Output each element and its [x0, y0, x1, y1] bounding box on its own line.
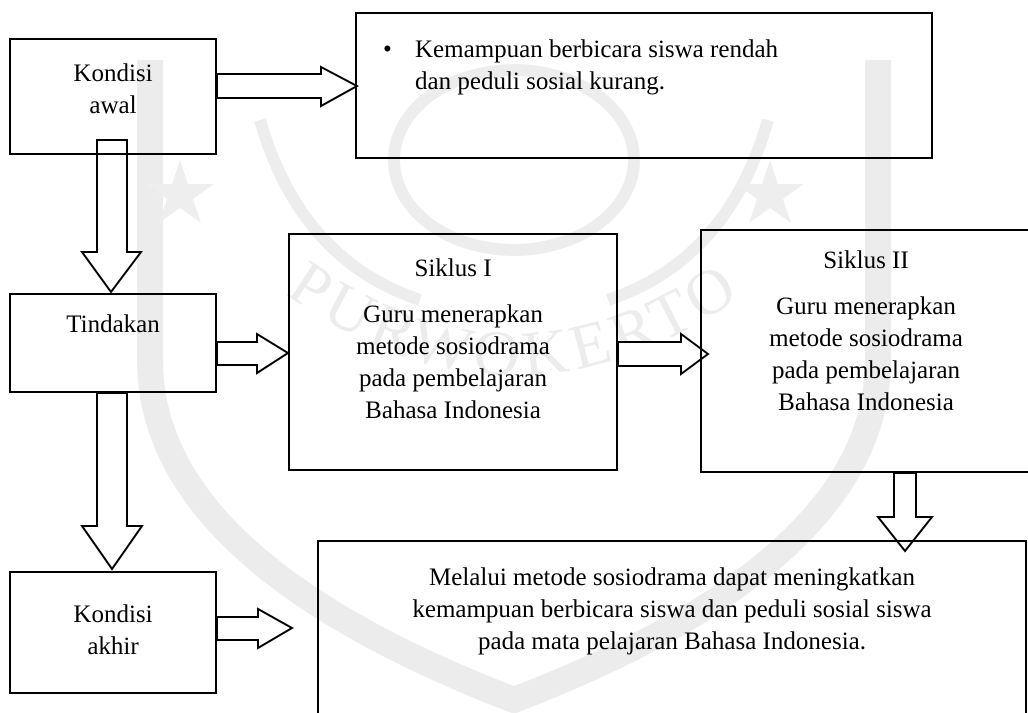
siklus-2-line-3: pada pembelajaran — [771, 357, 961, 384]
siklus-1-line-2: metode sosiodrama — [356, 333, 550, 360]
kondisi-awal-description-box: • Kemampuan berbicara siswa rendah dan p… — [355, 12, 933, 159]
arrow-akhir-to-desc — [216, 607, 295, 650]
siklus-1-line-4: Bahasa Indonesia — [365, 397, 541, 424]
arrow-tindakan-to-siklus1 — [216, 332, 290, 375]
siklus-1-line-1: Guru menerapkan — [363, 301, 543, 328]
arrow-siklus1-to-siklus2 — [617, 332, 710, 376]
kondisi-awal-desc-line-2: dan peduli sosial kurang. — [415, 68, 665, 95]
siklus-1-line-3: pada pembelajaran — [358, 365, 548, 392]
kondisi-akhir-line-1: Kondisi — [73, 601, 153, 628]
kondisi-awal-line-2: awal — [89, 92, 137, 119]
arrow-tindakan-to-akhir — [80, 392, 144, 571]
siklus-1-box: Siklus I Guru menerapkan metode sosiodra… — [288, 233, 618, 471]
arrow-siklus2-to-akhir-desc — [875, 472, 935, 553]
kondisi-awal-line-1: Kondisi — [73, 60, 153, 87]
kondisi-akhir-desc-line-1: Melalui metode sosiodrama dapat meningka… — [429, 564, 915, 591]
siklus-2-box: Siklus II Guru menerapkan metode sosiodr… — [700, 229, 1028, 473]
kondisi-akhir-desc-line-3: pada mata pelajaran Bahasa Indonesia. — [477, 628, 866, 655]
siklus-2-title: Siklus II — [823, 247, 909, 274]
tindakan-box: Tindakan — [9, 293, 217, 393]
kondisi-awal-box: Kondisi awal — [9, 38, 217, 155]
siklus-2-line-4: Bahasa Indonesia — [778, 389, 954, 416]
bullet-marker: • — [383, 36, 392, 63]
tindakan-label: Tindakan — [66, 311, 160, 338]
siklus-2-line-2: metode sosiodrama — [769, 325, 963, 352]
arrow-awal-to-desc — [216, 65, 360, 108]
kondisi-akhir-description-box: Melalui metode sosiodrama dapat meningka… — [317, 540, 1027, 713]
kondisi-akhir-desc-line-2: kemampuan berbicara siswa dan peduli sos… — [412, 596, 932, 623]
siklus-2-line-1: Guru menerapkan — [776, 293, 956, 320]
arrow-awal-to-tindakan — [80, 139, 143, 294]
siklus-1-title: Siklus I — [414, 255, 492, 282]
kondisi-awal-desc-line-1: Kemampuan berbicara siswa rendah — [415, 36, 779, 63]
kondisi-akhir-box: Kondisi akhir — [9, 571, 217, 694]
kondisi-akhir-line-2: akhir — [87, 633, 139, 660]
